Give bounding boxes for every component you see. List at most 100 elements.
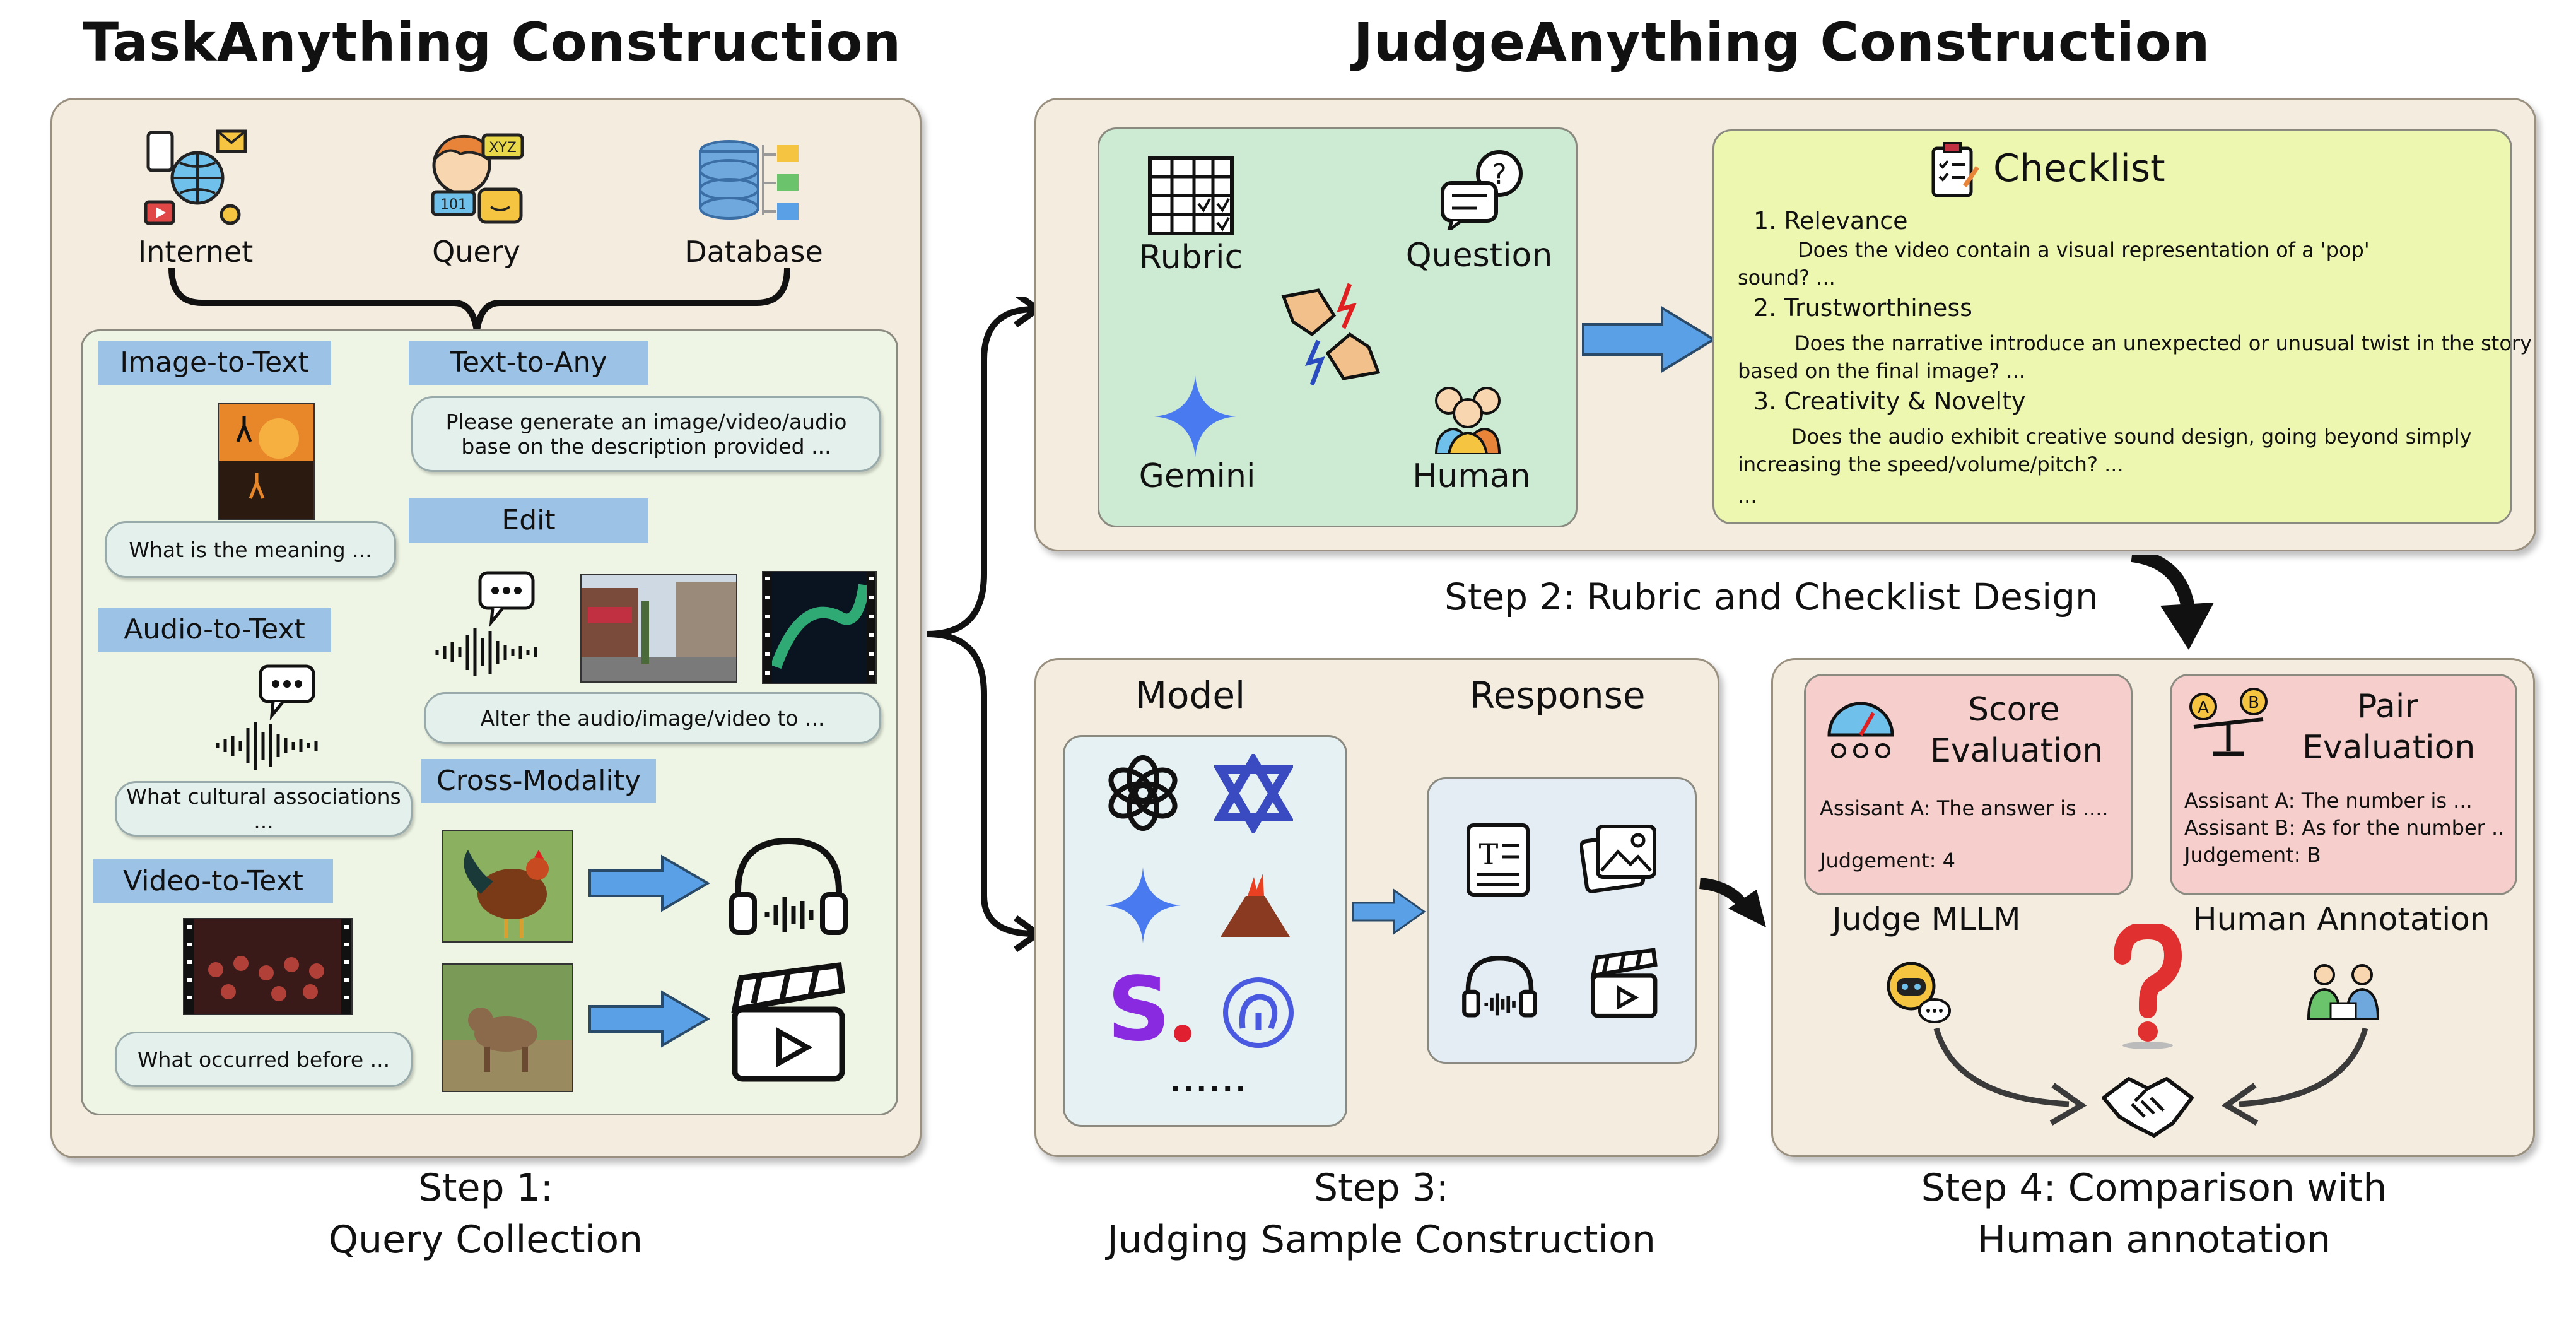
step2-to-step4-arrow: [2131, 555, 2214, 650]
score-eval-line1: Assisant A: The answer is ....: [1820, 796, 2109, 820]
arrow-to-video-icon: [588, 990, 710, 1048]
volcano-icon: [1221, 874, 1290, 937]
judge-mllm-label: Judge MLLM: [1832, 901, 2021, 938]
dog-photo: [442, 963, 573, 1092]
checklist-item-3-text2: increasing the speed/volume/pitch? ...: [1738, 452, 2124, 476]
human-annotation-label: Human Annotation: [2193, 901, 2490, 938]
svg-text:A: A: [2198, 698, 2209, 717]
openai-icon: [1108, 755, 1178, 831]
street-photo: [580, 574, 737, 683]
left-title: TaskAnything Construction: [82, 11, 902, 73]
question-label: Question: [1405, 237, 1553, 274]
score-eval-title1: Score: [1968, 691, 2060, 729]
sunset-photo: [218, 403, 315, 520]
edit-speech-icon: [435, 571, 537, 676]
vs-fist-icon: [1281, 283, 1381, 386]
gemini-icon: [1154, 375, 1236, 457]
checklist-box: [1712, 129, 2512, 524]
checklist-title: Checklist: [1993, 146, 2165, 191]
query-icon: XYZ 101: [431, 133, 524, 224]
pair-eval-line2: Assisant B: As for the number ..: [2184, 816, 2505, 840]
gauge-icon: [1827, 702, 1894, 758]
bubble-image-to-text: What is the meaning ...: [105, 521, 396, 578]
score-eval-line2: Judgement: 4: [1820, 849, 1956, 873]
rubric-table-icon: [1148, 156, 1234, 235]
checklist-item-1-heading: 1. Relevance: [1753, 207, 1908, 235]
internet-icon: [144, 129, 247, 225]
pair-eval-title2: Evaluation: [2302, 729, 2476, 767]
step3-line1: Step 3:: [1313, 1166, 1449, 1210]
source-internet-label: Internet: [138, 235, 254, 269]
step3-line2: Judging Sample Construction: [1107, 1218, 1656, 1262]
aurora-video-icon: [762, 571, 877, 684]
step4-line1: Step 4: Comparison with: [1921, 1166, 2387, 1210]
checklist-item-3-text1: Does the audio exhibit creative sound de…: [1791, 425, 2472, 449]
tag-video-to-text: Video-to-Text: [93, 859, 333, 903]
step4-label: Step 4: Comparison with Human annotation: [1839, 1162, 2469, 1266]
checklist-item-1-text2: sound? ...: [1738, 266, 1835, 290]
arrow-to-audio-icon: [588, 854, 710, 912]
gemini-label: Gemini: [1139, 457, 1256, 495]
clapperboard-icon: [731, 962, 845, 1082]
source-database-label: Database: [684, 235, 823, 269]
checklist-item-2-text2: based on the final image? ...: [1738, 359, 2025, 383]
speech-wave-icon: [216, 664, 318, 770]
handshake-icon: [2102, 1077, 2194, 1138]
bubble-audio-to-text: What cultural associations ...: [115, 781, 413, 837]
score-eval-title2: Evaluation: [1930, 732, 2104, 770]
qwen-icon: [1214, 754, 1293, 833]
human-annotator-icon: [2307, 964, 2380, 1020]
human-group-icon: [1434, 387, 1501, 454]
step1-line2: Query Collection: [328, 1218, 643, 1262]
response-heading: Response: [1470, 674, 1646, 717]
model-heading: Model: [1135, 674, 1246, 717]
bubble-text-to-any: Please generate an image/video/audio bas…: [411, 396, 881, 472]
headphones-icon: [729, 837, 848, 935]
question-icon: ?: [1441, 150, 1523, 230]
concert-video-frame: [183, 918, 353, 1015]
tag-audio-to-text: Audio-to-Text: [98, 608, 331, 652]
tag-text-to-any: Text-to-Any: [409, 341, 648, 385]
tag-edit: Edit: [409, 498, 648, 543]
step2-label: Step 2: Rubric and Checklist Design: [1444, 575, 2099, 618]
audio-response-icon: [1462, 955, 1537, 1018]
pair-eval-card: [2170, 674, 2517, 895]
source-query-label: Query: [432, 235, 520, 269]
checklist-icon: [1931, 142, 1979, 197]
step1-line1: Step 1:: [418, 1166, 554, 1210]
sources-brace: [168, 268, 790, 332]
s-logo-icon: S: [1107, 972, 1191, 1047]
checklist-item-1-text1: Does the video contain a visual represen…: [1798, 238, 2370, 262]
svg-text:101: 101: [440, 197, 467, 213]
checklist-item-2-heading: 2. Trustworthiness: [1753, 294, 1972, 322]
elephant-logo-icon: [1223, 977, 1294, 1048]
bubble-edit: Alter the audio/image/video to ...: [424, 692, 881, 744]
rooster-photo: [442, 830, 573, 943]
bubble-video-to-text: What occurred before ...: [115, 1032, 413, 1087]
robot-judge-icon: [1887, 962, 1951, 1023]
video-response-icon: [1590, 948, 1658, 1018]
text-response-icon: T: [1467, 823, 1530, 897]
gemini-model-icon: [1105, 867, 1181, 943]
checklist-item-3-heading: 3. Creativity & Novelty: [1753, 387, 2026, 415]
right-title: JudgeAnything Construction: [1353, 11, 2211, 73]
pair-eval-title1: Pair: [2357, 688, 2418, 726]
step4-line2: Human annotation: [1977, 1218, 2331, 1262]
checklist-item-2-text1: Does the narrative introduce an unexpect…: [1794, 331, 2532, 355]
pair-eval-line3: Judgement: B: [2184, 843, 2321, 867]
to-checklist-arrow: [1582, 305, 1716, 373]
step3-label: Step 3: Judging Sample Construction: [1066, 1162, 1697, 1266]
checklist-ellipsis: ...: [1738, 484, 1757, 508]
human-label: Human: [1412, 457, 1531, 495]
tag-cross-modality: Cross-Modality: [421, 759, 656, 803]
svg-text:B: B: [2248, 693, 2259, 712]
step3-to-step4-arrow: [1699, 878, 1766, 927]
tag-image-to-text: Image-to-Text: [98, 341, 331, 385]
step1-label: Step 1: Query Collection: [240, 1162, 732, 1266]
rubric-label: Rubric: [1139, 238, 1243, 276]
convergence-arrows: [1933, 1027, 2368, 1126]
branch-arrows: [927, 297, 1041, 953]
image-response-icon: [1580, 825, 1656, 893]
database-icon: [699, 140, 799, 220]
pair-eval-line1: Assisant A: The number is ...: [2184, 789, 2473, 813]
